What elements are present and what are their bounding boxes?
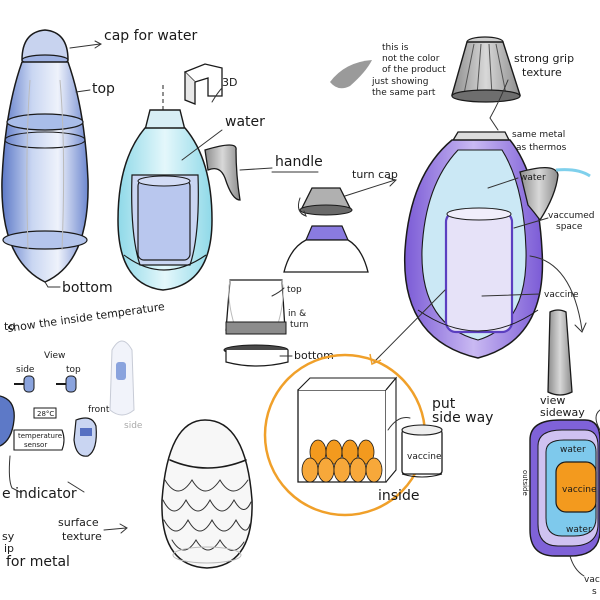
label-temp-sensor-1: temperature — [18, 432, 62, 440]
label-vaccine: vaccine — [544, 290, 579, 300]
label-easy-2: ip — [4, 542, 14, 555]
label-top: top — [92, 81, 115, 97]
label-turn-cap: turn cap — [352, 168, 398, 181]
cross-section-sketch — [529, 409, 600, 557]
bottle-sketch-left — [1, 29, 89, 283]
temp-sensor-sketch — [0, 395, 65, 451]
label-section-vac-1: vac — [584, 575, 600, 585]
temp-side-icons — [14, 375, 77, 393]
label-top-small: top — [287, 285, 302, 295]
label-side-way: side way — [432, 410, 493, 426]
sideway-vial — [547, 309, 573, 396]
label-same-metal-2: as thermos — [516, 143, 567, 153]
label-surface-2: texture — [62, 530, 102, 543]
textured-egg-sketch — [161, 419, 253, 569]
label-vaccumed-1: vaccumed — [548, 211, 594, 221]
label-handle: handle — [275, 154, 323, 170]
note-line-1: this is — [382, 43, 409, 53]
label-temp-sensor-2: sensor — [24, 441, 47, 449]
label-section-outside: outside — [521, 470, 529, 496]
vaccine-vials-orange — [301, 439, 383, 483]
note-line-3: of the product — [382, 65, 446, 75]
label-for-metal: for metal — [6, 554, 70, 570]
note-line-4: just showing — [371, 77, 428, 87]
arrow-cap-for-water — [69, 43, 101, 49]
label-cap-for-water: cap for water — [104, 28, 197, 44]
label-side-view: side — [16, 365, 35, 375]
arrow-to-section — [529, 255, 583, 331]
label-side-ghost: side — [124, 421, 143, 431]
note-line-5: the same part — [372, 88, 436, 98]
grey-swatch — [330, 60, 372, 89]
label-strong-grip-1: strong grip — [514, 52, 574, 65]
label-top-view: top — [66, 365, 81, 375]
label-3d: 3D — [222, 76, 237, 89]
label-in-turn-1: in & — [288, 309, 306, 319]
ghost-bottle — [109, 340, 135, 416]
label-surface-1: surface — [58, 516, 99, 529]
label-inside: inside — [378, 488, 419, 504]
label-easy-1: sy — [2, 530, 15, 543]
label-section-vac-2: s — [592, 587, 597, 597]
temp-front-icon — [73, 417, 97, 457]
label-vaccumed-2: space — [556, 222, 583, 232]
label-put: put — [432, 396, 456, 412]
label-section-water-bottom: water — [566, 525, 592, 535]
label-water-right: water — [520, 173, 546, 183]
label-in-turn-2: turn — [290, 320, 308, 330]
label-bottom: bottom — [62, 280, 113, 296]
bracket-3d-sketch — [183, 63, 223, 105]
label-indicator: e indicator — [2, 486, 77, 502]
label-same-metal-1: same metal — [512, 130, 565, 140]
arrow-to-inside — [373, 289, 446, 363]
temp-reading: 28°C — [37, 410, 54, 418]
bottle-sketch-cyan — [117, 85, 241, 291]
bottle-left-cap — [21, 29, 69, 61]
label-sideway: sideway — [540, 406, 585, 419]
label-show-inside-temp: show the inside temperature — [7, 300, 166, 335]
vaccine-jar — [401, 424, 443, 478]
label-strong-grip-2: texture — [522, 66, 562, 79]
inner-vial-cyan — [137, 179, 191, 261]
strong-grip-cap — [451, 36, 521, 103]
label-vaccine-jar: vaccine — [407, 452, 442, 462]
top-bottom-sketch — [223, 279, 289, 367]
label-section-water-top: water — [560, 445, 586, 455]
label-view-small: View — [44, 351, 65, 361]
handle-sketch — [204, 144, 241, 201]
bottle-sketch-purple — [403, 131, 591, 359]
turn-cap-sketch — [283, 187, 369, 273]
note-line-2: not the color — [382, 54, 440, 64]
handle-purple — [519, 167, 559, 222]
label-view: view — [540, 394, 565, 407]
label-front-view: front — [88, 405, 110, 415]
label-section-vaccine: vaccine — [562, 485, 597, 495]
label-to: to — [4, 320, 15, 333]
vaccine-compartment — [444, 210, 514, 334]
label-water: water — [225, 114, 265, 130]
